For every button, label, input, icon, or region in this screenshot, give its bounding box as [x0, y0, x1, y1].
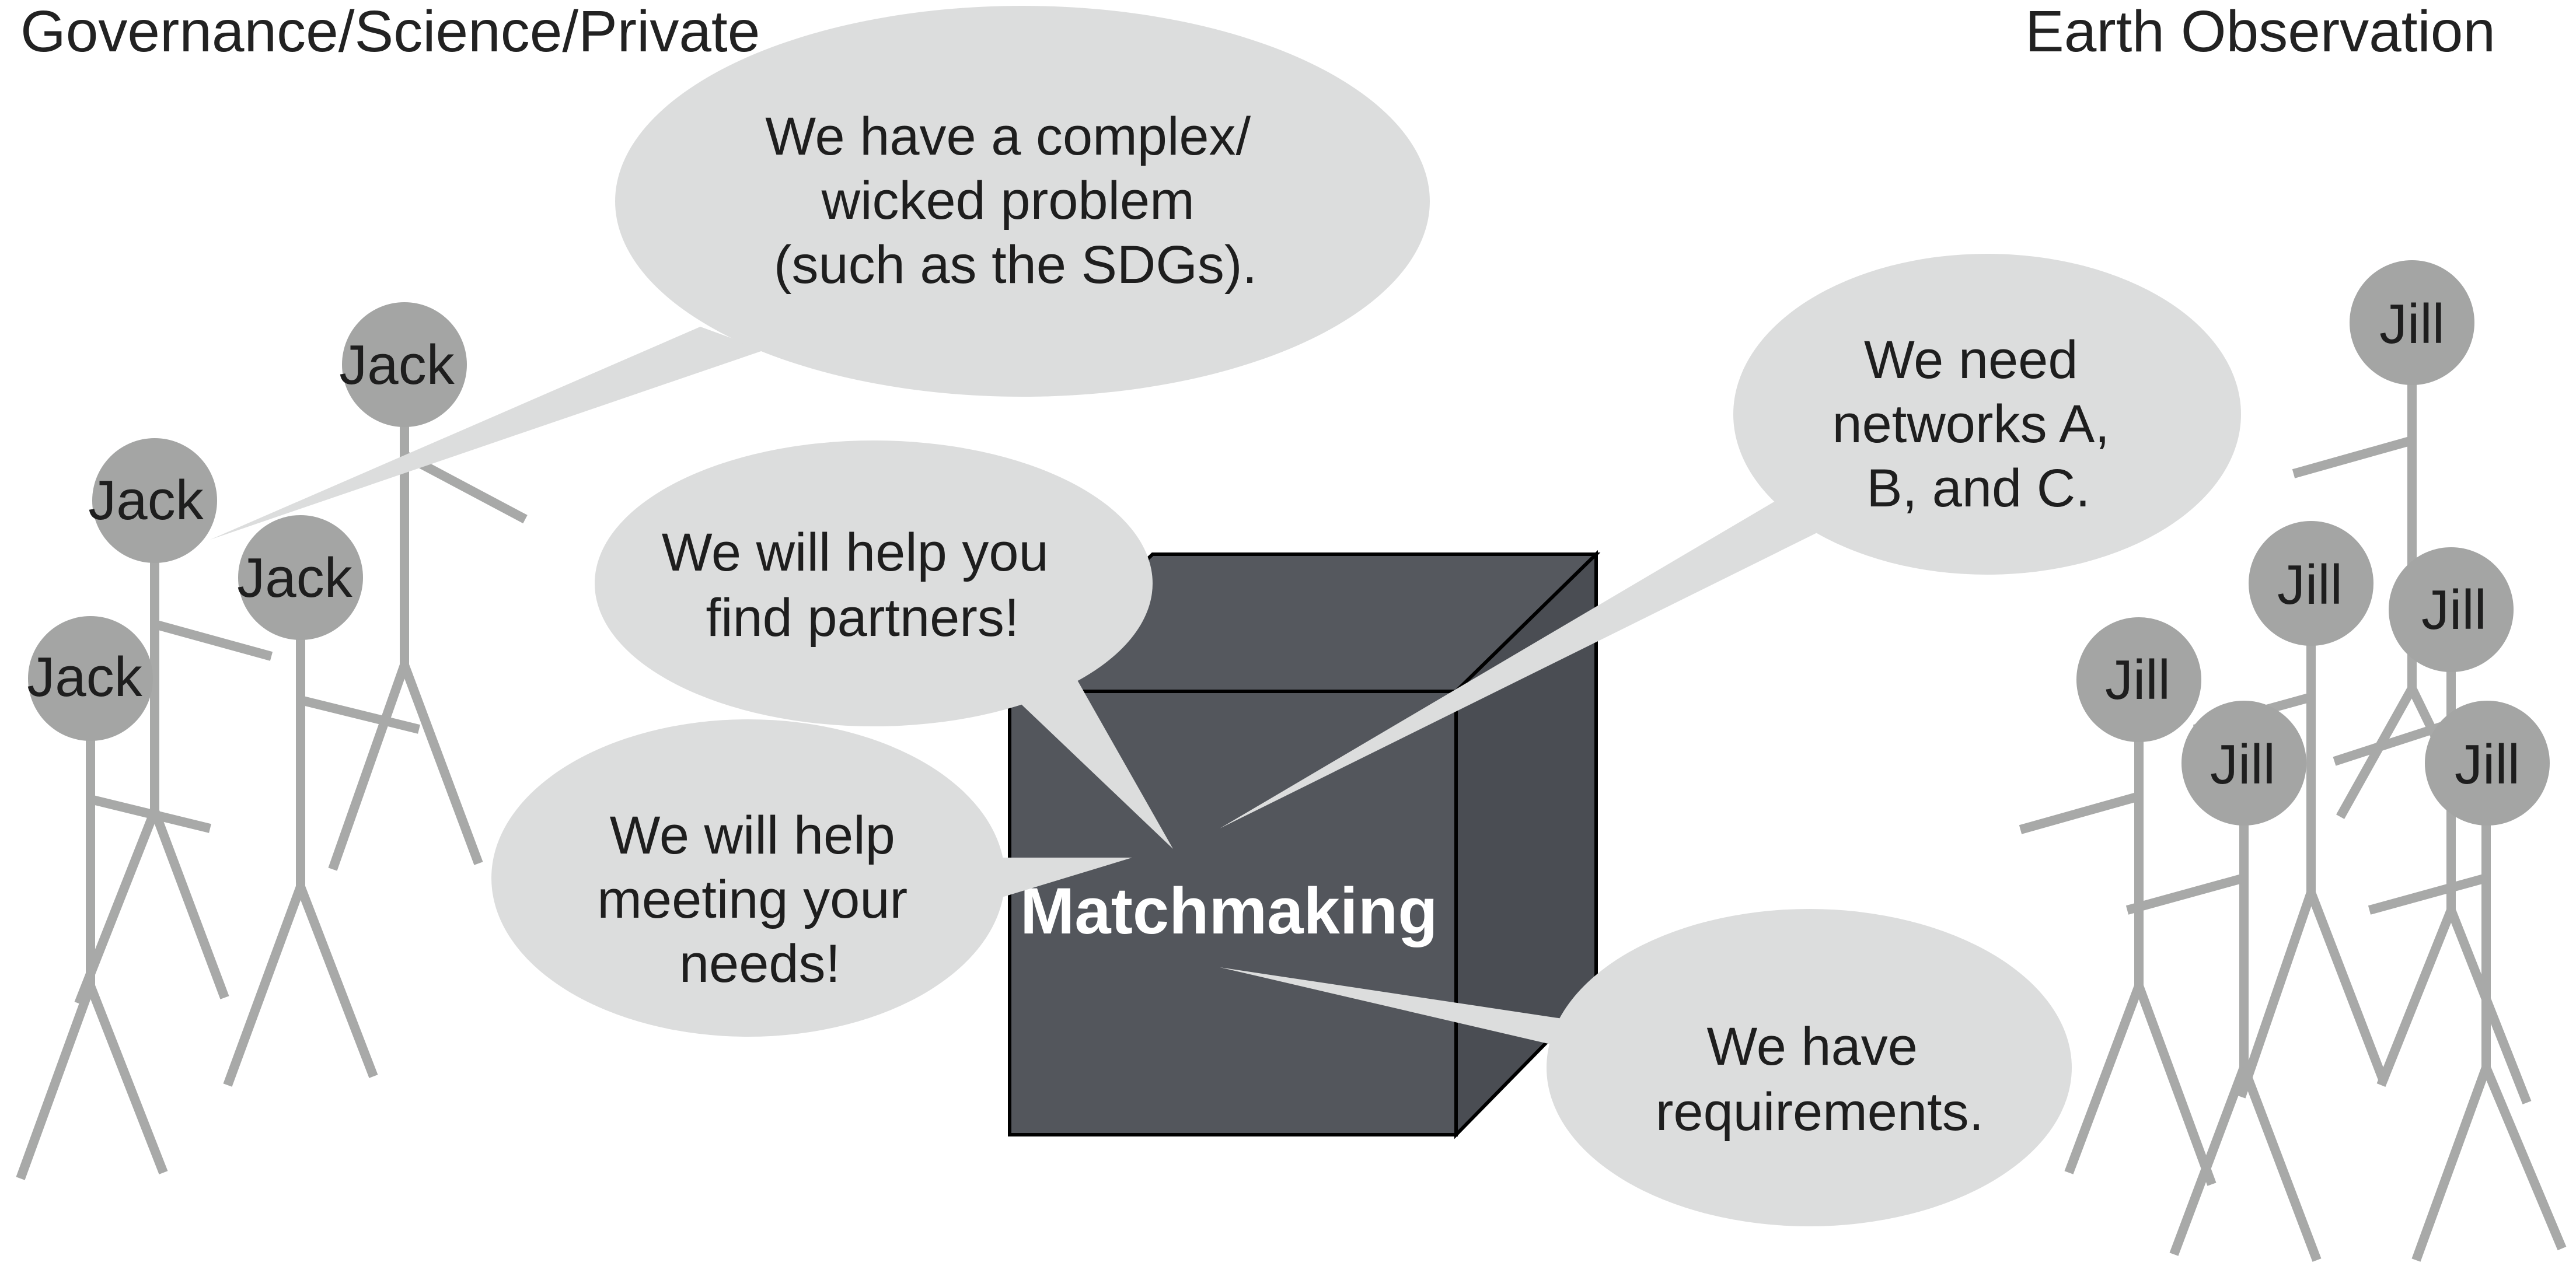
- jill-head: [2249, 521, 2373, 646]
- box-front-face: [1008, 690, 1458, 1136]
- bubble-text: We have a complex/ wicked problem (such …: [765, 107, 1265, 295]
- bubble-text: We need networks A, B, and C.: [1832, 330, 2124, 518]
- jill-name-label: Jill: [2277, 554, 2343, 616]
- jill-head: [2389, 547, 2514, 672]
- person-jill-center-back: Jill: [2193, 521, 2389, 1099]
- jill-name-label: Jill: [2421, 579, 2487, 641]
- jack-head: [342, 302, 467, 427]
- jack-head: [92, 438, 217, 563]
- jill-head: [2181, 701, 2306, 826]
- jill-head: [2076, 617, 2201, 742]
- jill-name-label: Jill: [2379, 293, 2445, 355]
- jack-name-label: Jack: [237, 547, 352, 609]
- speech-bubble-requirements: We have requirements.: [1220, 909, 2072, 1226]
- person-jack-middle: Jack: [223, 515, 420, 1087]
- person-jill-left: Jill: [2019, 617, 2217, 1186]
- jack-head: [28, 616, 153, 741]
- jill-name-label: Jill: [2455, 733, 2520, 796]
- person-jack-front: Jack: [16, 616, 211, 1180]
- jack-name-label: Jack: [27, 646, 142, 708]
- person-jack-back: Jack: [328, 302, 528, 871]
- speech-bubble-complex-problem: We have a complex/ wicked problem (such …: [210, 6, 1430, 540]
- jack-name-label: Jack: [339, 334, 455, 396]
- bubble-text: We will help you find partners!: [662, 523, 1064, 648]
- speech-bubble-meeting-needs: We will help meeting your needs!: [491, 719, 1132, 1037]
- person-jill-right-front: Jill: [2368, 701, 2567, 1262]
- matchmaking-box: Matchmaking: [1005, 550, 1601, 1139]
- jack-name-label: Jack: [88, 469, 204, 531]
- jill-name-label: Jill: [2210, 733, 2275, 796]
- speech-bubble-need-networks: We need networks A, B, and C.: [1220, 254, 2241, 828]
- bubble-text: We will help meeting your needs!: [597, 806, 922, 994]
- header-left-label: Governance/Science/Private: [20, 0, 760, 64]
- jill-head: [2425, 701, 2550, 826]
- jack-head: [238, 515, 363, 640]
- jill-name-label: Jill: [2105, 649, 2170, 711]
- person-jack-front-left: Jack: [74, 438, 273, 1005]
- person-jill-right-back: Jill: [2333, 547, 2532, 1104]
- bubble-text: We have requirements.: [1656, 1017, 1984, 1142]
- speech-bubble-find-partners: We will help you find partners!: [595, 440, 1173, 849]
- box-label: Matchmaking: [1020, 875, 1438, 947]
- header-right-label: Earth Observation: [2025, 0, 2495, 64]
- person-jill-center-front: Jill: [2125, 701, 2322, 1262]
- jill-head: [2350, 260, 2474, 385]
